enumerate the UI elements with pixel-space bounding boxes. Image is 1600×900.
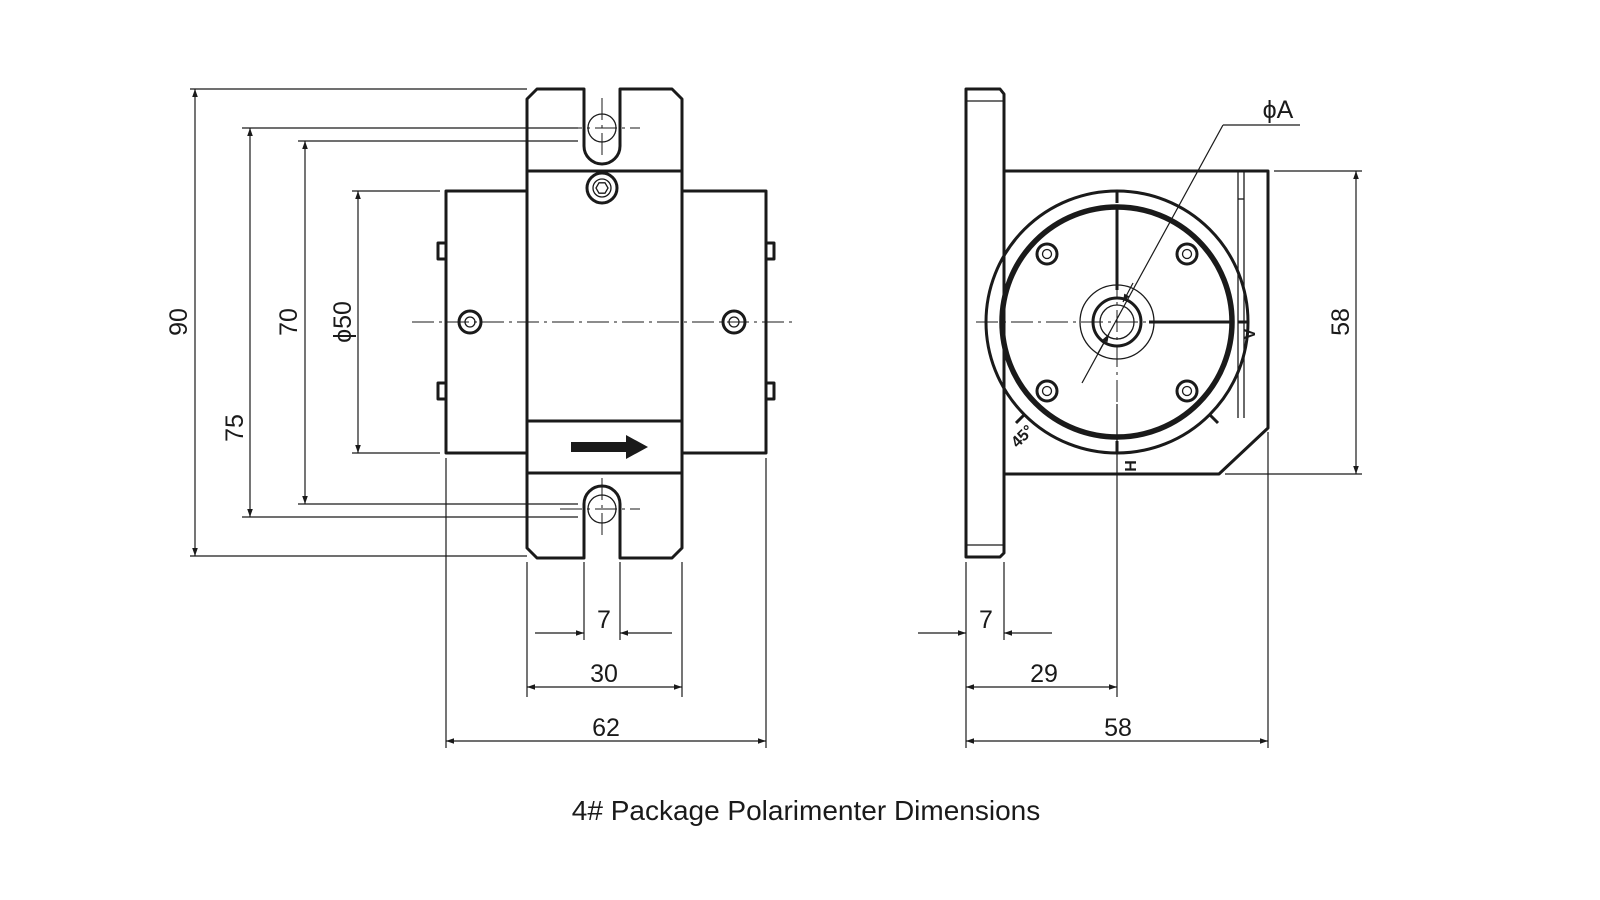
mark-vertical: V [1242, 328, 1259, 339]
dim-body-diameter: ϕ50 [329, 301, 357, 343]
mark-diagonal: 45° [1008, 422, 1037, 451]
front-hex-screw [585, 171, 619, 205]
dim-axis-offset: 29 [1030, 660, 1058, 688]
front-clip-right-top [764, 241, 776, 261]
front-view: 90 75 70 ϕ50 7 30 62 [165, 87, 795, 748]
dim-aperture: ϕA [1263, 96, 1294, 124]
dim-slot-width: 7 [597, 606, 611, 634]
side-screw-br [1175, 379, 1199, 403]
side-body [1004, 169, 1270, 476]
front-clip-left-top [436, 241, 448, 261]
dim-side-height: 58 [1327, 308, 1355, 336]
side-screw-bl [1035, 379, 1059, 403]
dim-flange-width: 30 [590, 660, 618, 688]
dim-height-overall: 90 [165, 308, 193, 336]
dim-flange-thickness: 7 [979, 606, 993, 634]
mark-horizontal: H [1123, 460, 1140, 472]
side-screw-tl [1035, 242, 1059, 266]
dim-body-width: 62 [592, 714, 620, 742]
front-clip-right-bottom [764, 381, 776, 401]
beam-direction-arrow [571, 435, 648, 459]
figure-caption: 4# Package Polarimenter Dimensions [572, 795, 1040, 826]
dim-mount-pitch: 70 [275, 308, 303, 336]
dim-side-width: 58 [1104, 714, 1132, 742]
side-flange [964, 87, 1006, 559]
front-flange [525, 87, 684, 560]
side-screw-tr [1175, 242, 1199, 266]
side-view: V H 45° ϕA 58 7 29 58 [918, 87, 1362, 748]
dim-slot-pitch: 75 [221, 414, 249, 442]
front-clip-left-bottom [436, 381, 448, 401]
